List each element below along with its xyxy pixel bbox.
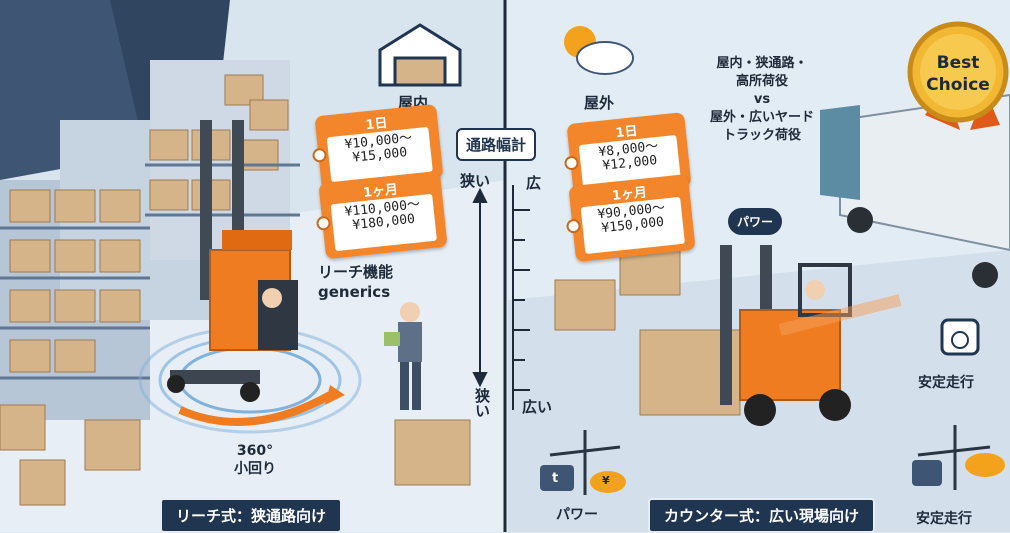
- note-line: 小回り: [234, 461, 276, 477]
- note-line: generics: [318, 283, 391, 301]
- scale-weight-letter: t: [552, 471, 559, 486]
- aisle-gauge: [472, 185, 530, 410]
- compare-line: 屋内・狭通路・: [716, 56, 808, 71]
- gauge-left-bottom: 狭い: [473, 388, 491, 418]
- comparison-note: 屋内・狭通路・ 高所荷役 vs 屋外・広いヤード トラック荷役: [692, 55, 832, 145]
- balance-scale-left: [540, 430, 626, 495]
- pallet-racks: [0, 60, 300, 420]
- best-line: Choice: [926, 75, 990, 95]
- rotation-note: 360° 小回り: [234, 442, 276, 478]
- gauge-right-bottom: 広い: [522, 398, 553, 416]
- best-choice-seal: [907, 21, 1009, 130]
- power-badge: パワー: [728, 208, 783, 235]
- tag-body: ¥90,000〜 ¥150,000: [580, 196, 685, 255]
- reach-function-note: リーチ機能 generics: [318, 262, 393, 302]
- stable-label-top: 安定走行: [918, 375, 974, 391]
- stable-label-bottom: 安定走行: [916, 511, 972, 527]
- indoor-monthly-price-tag: 1ヶ月 ¥110,000〜 ¥180,000: [315, 170, 448, 260]
- best-line: Best: [936, 53, 980, 73]
- reach-forklift: [167, 120, 298, 402]
- counter-type-banner: カウンター式：広い現場向け: [648, 498, 876, 533]
- note-line: リーチ機能: [318, 263, 394, 281]
- compare-line: トラック荷役: [722, 128, 801, 143]
- rotation-arrow: [178, 391, 332, 426]
- gauge-right-top: 広: [526, 174, 542, 192]
- truck: [820, 93, 1010, 288]
- sun-cloud-icon: [564, 26, 634, 75]
- note-line: 360°: [236, 443, 274, 459]
- scale-yen-symbol: ¥: [602, 474, 610, 487]
- reach-type-banner: リーチ式：狭通路向け: [160, 498, 343, 533]
- compare-line: 高所荷役: [735, 74, 788, 89]
- compare-line: 屋外・広いヤード: [709, 110, 814, 125]
- worker-figure: [384, 302, 422, 410]
- gauge-left-top: 狭い: [460, 172, 491, 190]
- outdoor-monthly-price-tag: 1ヶ月 ¥90,000〜 ¥150,000: [565, 173, 696, 263]
- weight-scale-icon: [940, 318, 980, 356]
- warehouse-icon: [378, 23, 462, 87]
- outdoor-label: 屋外: [584, 94, 615, 112]
- compare-vs: vs: [753, 92, 771, 107]
- aisle-gauge-title: 通路幅計: [456, 128, 537, 161]
- power-scale-label: パワー: [556, 507, 598, 523]
- floor-boxes-left: [0, 404, 471, 506]
- tag-body: ¥110,000〜 ¥180,000: [330, 193, 437, 252]
- balance-scale-right: [912, 425, 1005, 490]
- best-choice-text: Best Choice: [920, 52, 996, 96]
